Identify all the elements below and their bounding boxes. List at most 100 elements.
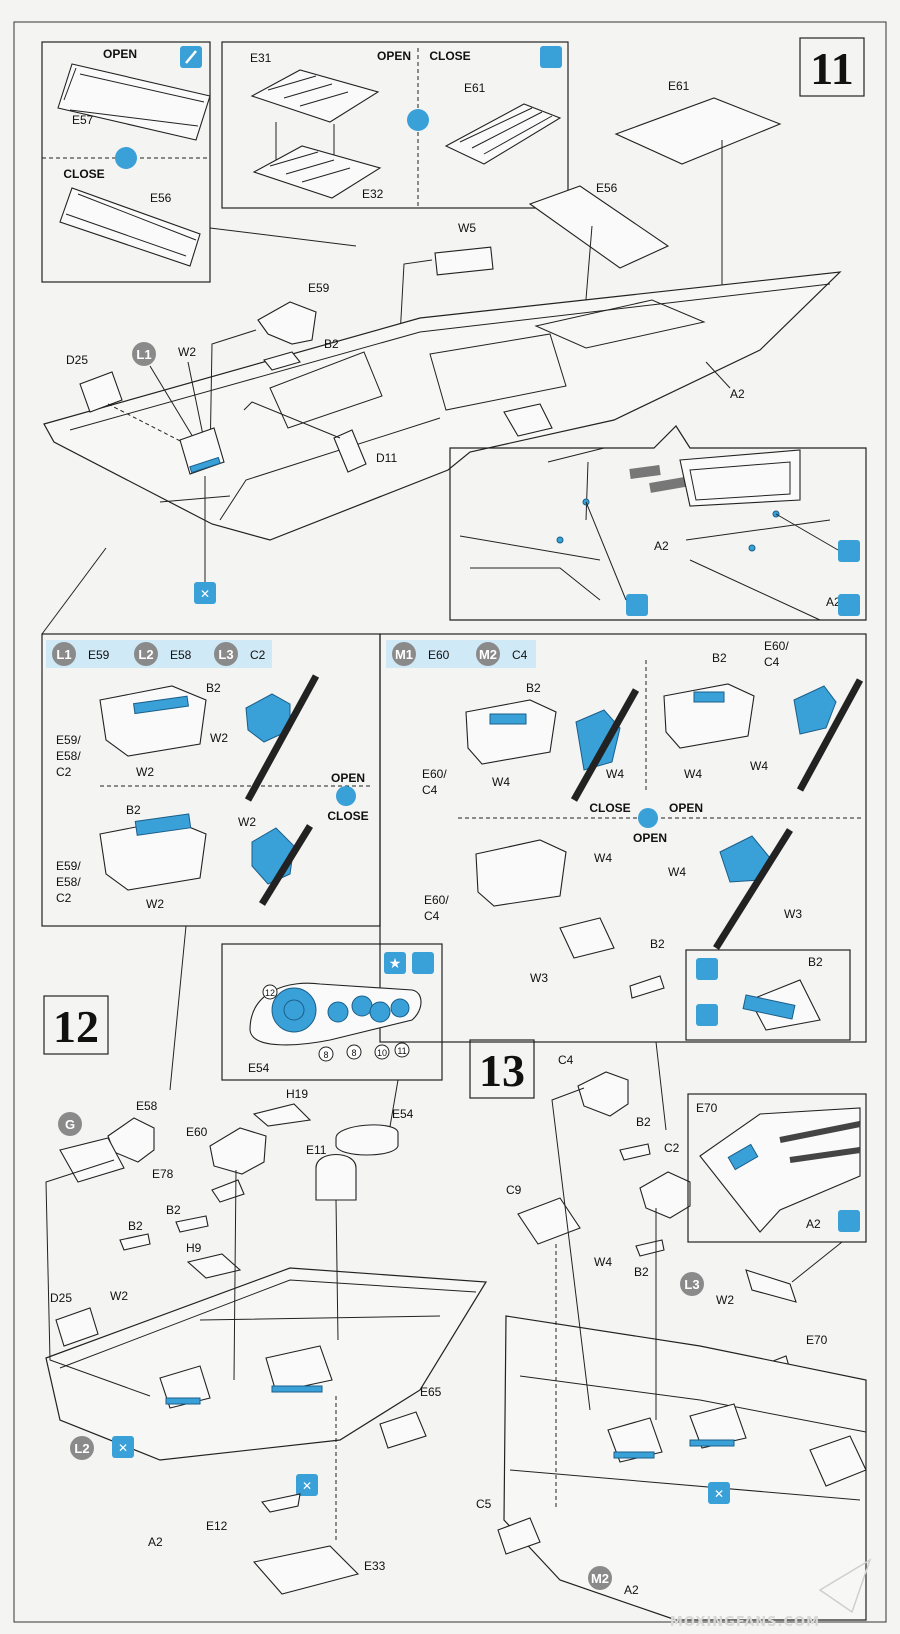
label-s12-e12: E12 bbox=[206, 1519, 228, 1533]
label-s13-b2: B2 bbox=[636, 1115, 651, 1129]
callout-l1 bbox=[132, 342, 156, 366]
label-e59: E59 bbox=[308, 281, 330, 295]
glue-icon bbox=[194, 582, 216, 604]
label-gauge-e54: E54 bbox=[248, 1061, 270, 1075]
label-s12-e78: E78 bbox=[152, 1167, 174, 1181]
brush-icon-m bbox=[696, 1004, 718, 1026]
step-number-13: 13 bbox=[479, 1045, 525, 1096]
part-e56-floating bbox=[528, 185, 670, 269]
label-s13-c2: C2 bbox=[664, 1141, 680, 1155]
hull-step-12 bbox=[45, 1267, 488, 1461]
label-s12-h19: H19 bbox=[286, 1087, 308, 1101]
label-s13-c9: C9 bbox=[506, 1183, 522, 1197]
label-s12-h9: H9 bbox=[186, 1241, 202, 1255]
tag-l3: L3 bbox=[218, 647, 233, 662]
paint-icon-gauge bbox=[412, 952, 434, 974]
label-l-close: CLOSE bbox=[327, 809, 368, 823]
label-s12-a2: A2 bbox=[148, 1535, 163, 1549]
label-e57: E57 bbox=[72, 113, 94, 127]
label-d11: D11 bbox=[376, 451, 397, 465]
callout-m2: M2 bbox=[591, 1571, 609, 1586]
part-e61-floating bbox=[614, 97, 782, 165]
part-d25-s12 bbox=[55, 1307, 99, 1347]
step-13: 13 C4 B2 C2 C9 B2 W4 L3 W2 E70 A2 E70 D2… bbox=[469, 1039, 867, 1621]
step-12: 12 ★ 12 8 8 10 11 E54 bbox=[43, 943, 488, 1595]
label-m-w4-4: W4 bbox=[750, 759, 768, 773]
paint-icon-3 bbox=[838, 594, 860, 616]
label-s12-e60: E60 bbox=[186, 1125, 208, 1139]
label-s12-e54: E54 bbox=[392, 1107, 414, 1121]
glue-icon-s12b bbox=[296, 1474, 318, 1496]
tag-m2: M2 bbox=[479, 647, 497, 662]
svg-text:✕: ✕ bbox=[118, 1441, 128, 1455]
label-m-w4-3: W4 bbox=[684, 767, 702, 781]
label-m-e60-2: E60/C4 bbox=[764, 639, 789, 669]
tag-m1: M1 bbox=[395, 647, 413, 662]
label-a2-inset-2: A2 bbox=[826, 595, 841, 609]
page-frame bbox=[13, 21, 887, 1623]
part-c9 bbox=[517, 1197, 581, 1245]
inset-e70: E70 A2 bbox=[687, 1093, 867, 1283]
tag-l1-part: E59 bbox=[88, 648, 110, 662]
label-m-w3-2: W3 bbox=[784, 907, 802, 921]
gauge-10: 10 bbox=[377, 1048, 387, 1058]
inset-hatch-e57: OPEN E57 CLOSE E56 bbox=[41, 41, 357, 283]
part-e12 bbox=[261, 1493, 301, 1513]
inset-hatch-e31: OPEN CLOSE E31 E32 E61 bbox=[221, 41, 569, 209]
part-e65 bbox=[379, 1411, 427, 1449]
detail-panel-m: M1 E60 M2 C4 B2 E60/C4 W4 W4 B2 E60/C4 W… bbox=[379, 633, 867, 1043]
part-g-box bbox=[59, 1137, 125, 1183]
label-l-w2-4: W2 bbox=[238, 815, 256, 829]
label-m-b2-4: B2 bbox=[808, 955, 823, 969]
label-s12-e11: E11 bbox=[306, 1143, 327, 1157]
label-close: CLOSE bbox=[63, 167, 104, 181]
tag-l1: L1 bbox=[56, 647, 71, 662]
part-h19 bbox=[252, 1103, 312, 1127]
label-m-e60-3: E60/C4 bbox=[424, 893, 449, 923]
part-h9 bbox=[186, 1253, 242, 1279]
part-e59 bbox=[257, 301, 317, 345]
label-s12-d25: D25 bbox=[50, 1291, 72, 1305]
svg-text:★: ★ bbox=[389, 956, 402, 972]
label-l-e59-1: E59/E58/C2 bbox=[56, 733, 81, 779]
part-d25 bbox=[79, 371, 123, 413]
label-e70-inset: E70 bbox=[696, 1101, 718, 1115]
label-b2: B2 bbox=[324, 337, 339, 351]
part-d11 bbox=[333, 429, 367, 473]
label-a2-inset: A2 bbox=[654, 539, 669, 553]
glue-icon-s12a bbox=[112, 1436, 134, 1458]
step-12-box bbox=[43, 995, 109, 1055]
label-e61: E61 bbox=[464, 81, 486, 95]
label-s12-b2-2: B2 bbox=[128, 1219, 143, 1233]
callout-g: G bbox=[65, 1117, 75, 1132]
label-a2: A2 bbox=[730, 387, 745, 401]
label-close-2: CLOSE bbox=[429, 49, 470, 63]
label-s13-w4: W4 bbox=[594, 1255, 612, 1269]
label-open: OPEN bbox=[103, 47, 137, 61]
watermark-logo bbox=[818, 1558, 872, 1614]
open-close-icon bbox=[115, 147, 137, 169]
paint-icon-2 bbox=[540, 46, 562, 68]
label-m-b2-2: B2 bbox=[712, 651, 727, 665]
step-11-box bbox=[799, 37, 865, 97]
label-m-close: CLOSE bbox=[589, 801, 630, 815]
label-s12-e65: E65 bbox=[420, 1385, 442, 1399]
label-e31: E31 bbox=[250, 51, 272, 65]
paint-icon-e70 bbox=[838, 1210, 860, 1232]
part-e54 bbox=[335, 1124, 399, 1156]
label-e70-a2: A2 bbox=[806, 1217, 821, 1231]
inset-detail-step-11: A2 A2 bbox=[449, 425, 867, 621]
step-11: 11 OPEN E57 CLOSE E56 OPEN CLOSE bbox=[41, 37, 867, 621]
detail-panel-l: L1 E59 L2 E58 L3 C2 B2 E59/E58/C2 W2 W2 … bbox=[41, 633, 381, 927]
part-c4 bbox=[577, 1071, 629, 1117]
step-number-11: 11 bbox=[810, 43, 853, 94]
tag-l2: L2 bbox=[138, 647, 153, 662]
gauge-11: 11 bbox=[397, 1046, 406, 1056]
step-number-12: 12 bbox=[53, 1001, 99, 1052]
watermark: MOXINGFANS.COM bbox=[670, 1615, 820, 1630]
svg-text:✕: ✕ bbox=[302, 1479, 312, 1493]
step-13-box bbox=[469, 1039, 535, 1099]
label-m-b2-3: B2 bbox=[650, 937, 665, 951]
callout-l3: L3 bbox=[684, 1277, 699, 1292]
open-close-icon-2 bbox=[407, 109, 429, 131]
